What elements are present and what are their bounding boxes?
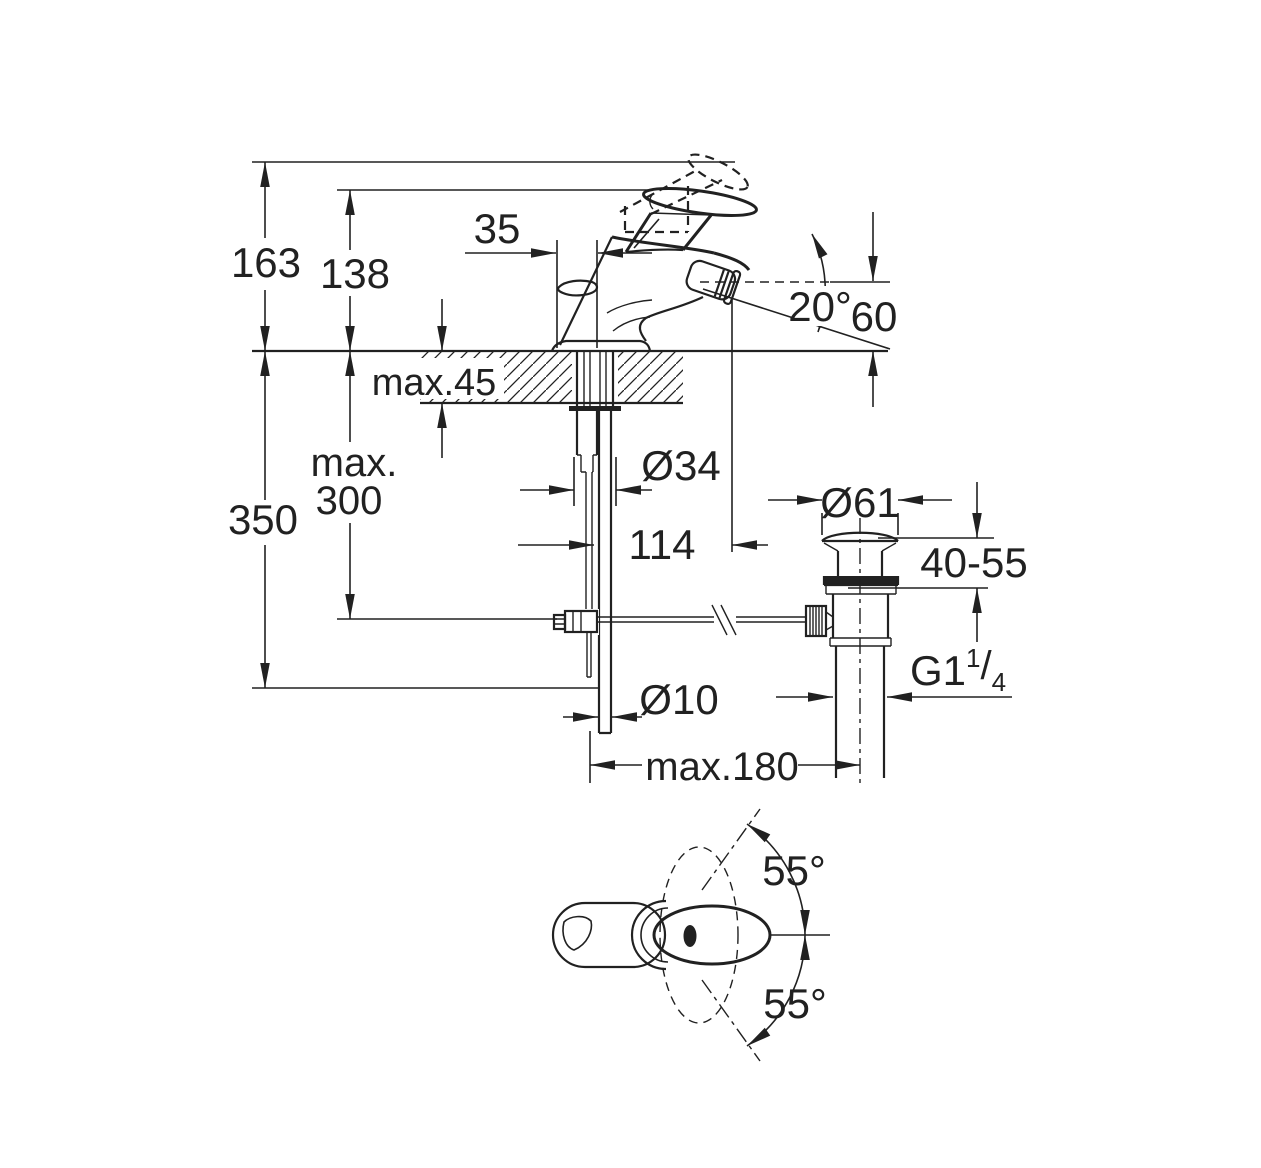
- thread-base: G1: [910, 647, 966, 694]
- waste-offset-label: max.180: [645, 745, 798, 789]
- riser-300-label: 300: [316, 479, 383, 523]
- popup-waste-assembly: [804, 518, 900, 784]
- dimension-labels: 163 138 35 max.45 20° 60 max. 300 350 Ø3…: [228, 205, 1028, 1027]
- dim-163-label: 163: [231, 239, 301, 286]
- dim-60-label: 60: [851, 293, 898, 340]
- dim-350-label: 350: [228, 496, 298, 543]
- aerator-nozzle: [685, 259, 742, 305]
- swivel-angle-bottom-label: 55°: [763, 980, 827, 1027]
- waste-thread-label: G11/4: [910, 643, 1006, 697]
- dim-138-label: 138: [320, 250, 390, 297]
- spout-angle-label: 20°: [788, 283, 852, 330]
- shank-diameter-label: Ø34: [641, 442, 720, 489]
- rod-diameter-label: Ø10: [639, 676, 718, 723]
- waste-flange-diameter-label: Ø61: [820, 479, 899, 526]
- dim-114-label: 114: [629, 521, 696, 568]
- faucet-shank-and-pipes: [552, 352, 806, 735]
- deck-thickness-label: max.45: [372, 362, 497, 404]
- thread-slash: /: [981, 644, 993, 688]
- faucet-body-side-view: [550, 153, 758, 352]
- dim-35-label: 35: [474, 205, 521, 252]
- handle-raised-position-dashed: [619, 153, 749, 234]
- thread-superscript: 1: [966, 643, 980, 673]
- waste-clamp-range-label: 40-55: [920, 539, 1027, 586]
- riser-max-label: max.: [311, 441, 398, 485]
- dimension-lines: [260, 162, 1012, 770]
- swivel-angle-top-label: 55°: [762, 847, 826, 894]
- faucet-top-view: [551, 808, 830, 1062]
- angle-label-background: [792, 286, 850, 326]
- thread-subscript: 4: [992, 667, 1006, 697]
- countertop-deck: [252, 349, 888, 411]
